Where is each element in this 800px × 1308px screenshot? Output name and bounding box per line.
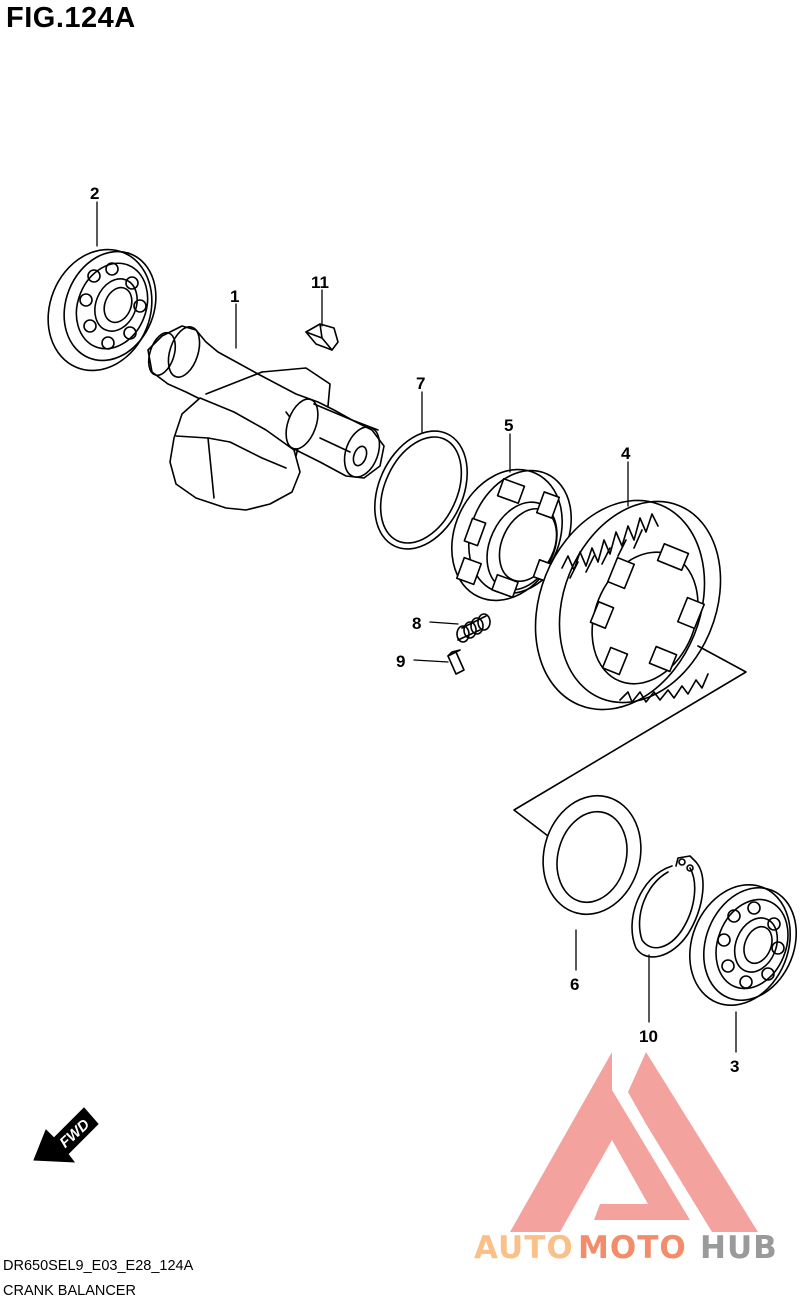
watermark-logo-icon — [510, 1052, 758, 1232]
svg-text:MOTO: MOTO — [578, 1230, 687, 1266]
callout-9: 9 — [396, 652, 405, 671]
gear-damper-hub-drawing — [451, 468, 573, 602]
bearing-right-drawing — [688, 883, 798, 1007]
callout-4: 4 — [621, 444, 631, 463]
figure-title: FIG.124A — [6, 2, 136, 34]
crank-balancer-shaft-drawing — [147, 325, 385, 511]
bearing-left-drawing — [47, 248, 157, 372]
spring-drawing — [456, 613, 491, 643]
circlip-drawing — [631, 855, 704, 958]
callout-10: 10 — [639, 1027, 658, 1046]
fwd-arrow-icon: FWD — [33, 1107, 99, 1163]
callout-11: 11 — [311, 273, 329, 292]
callout-2: 2 — [90, 184, 99, 203]
callout-5: 5 — [504, 416, 513, 435]
o-ring-drawing — [373, 430, 469, 550]
leader-lines — [96, 201, 737, 1053]
woodruff-key-drawing — [305, 323, 339, 351]
thrust-washer-drawing — [542, 794, 642, 916]
callout-7: 7 — [416, 374, 425, 393]
svg-text:AUTO: AUTO — [474, 1230, 574, 1266]
diagram-name: CRANK BALANCER — [3, 1283, 136, 1299]
svg-text:HUB: HUB — [700, 1230, 778, 1266]
callout-3: 3 — [730, 1057, 739, 1076]
assembly-bracket-line — [513, 645, 747, 837]
watermark-wordmark: AUTO MOTO HUB — [474, 1230, 778, 1266]
pin-drawing — [447, 649, 465, 675]
callout-8: 8 — [412, 614, 421, 633]
callout-1: 1 — [230, 287, 239, 306]
callout-6: 6 — [570, 975, 579, 994]
balancer-driven-gear-drawing — [534, 499, 722, 711]
callout-numbers: 2 1 11 7 5 4 8 9 6 10 3 — [90, 184, 739, 1076]
diagram-code: DR650SEL9_E03_E28_124A — [3, 1258, 194, 1274]
